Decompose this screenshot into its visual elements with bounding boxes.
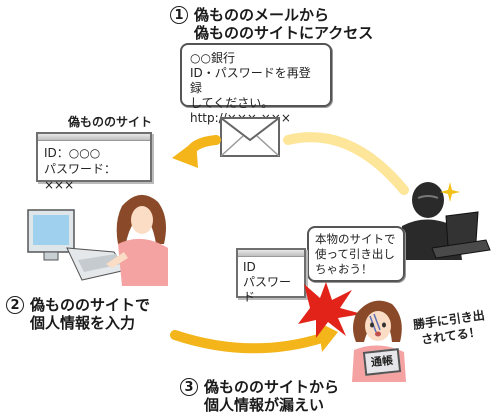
- stolen-window-titlebar: [238, 250, 304, 257]
- step1-title-line2: 偽もののサイトにアクセス: [194, 24, 374, 42]
- step1-number: 1: [170, 6, 188, 24]
- computer-icon: [27, 209, 127, 281]
- stolen-id-field: ID: [243, 260, 256, 274]
- fake-site-window: ID：○○○ パスワード：×××: [36, 132, 152, 192]
- step3-title-line1: 偽もののサイトから: [204, 378, 340, 396]
- criminal-at-laptop: [400, 182, 491, 260]
- criminal-line1: 本物のサイトで: [315, 232, 396, 246]
- envelope-icon: [220, 117, 280, 157]
- email-line3: してください。: [190, 96, 274, 110]
- step2-number: 2: [6, 296, 24, 314]
- email-line2: ID・パスワードを再登録: [190, 66, 311, 95]
- stolen-credentials-window: ID パスワード: [236, 248, 306, 304]
- stolen-password-field: パスワード: [243, 275, 292, 304]
- fake-site-id-field: ID：○○○: [44, 146, 101, 160]
- step3-title: 3 偽もののサイトから 個人情報が漏えい: [180, 378, 339, 414]
- step1-title-line1: 偽もののメールから: [194, 6, 330, 24]
- criminal-line3: ちゃおう！: [315, 262, 373, 276]
- arrow-to-leak: [170, 330, 327, 354]
- step3-title-line2: 個人情報が漏えい: [204, 396, 325, 414]
- passbook-label: 通帳: [370, 353, 394, 370]
- step2-title-line2: 個人情報を入力: [30, 314, 136, 332]
- alert-burst-icon: [298, 282, 362, 338]
- fake-site-label: 偽もののサイト: [68, 115, 153, 129]
- arrow-to-envelope: [283, 132, 409, 195]
- victim-at-computer: [27, 194, 168, 286]
- fake-site-titlebar: [38, 134, 150, 141]
- step1-title: 1 偽もののメールから 偽もののサイトにアクセス: [170, 6, 373, 42]
- email-line1: ○○銀行: [190, 51, 235, 65]
- sparkle-icon: [440, 182, 460, 202]
- step2-title: 2 偽もののサイトで 個人情報を入力: [6, 296, 150, 332]
- laptop-icon: [431, 211, 491, 259]
- step3-number: 3: [180, 378, 198, 396]
- criminal-speech-bubble: 本物のサイトで 使って引き出し ちゃおう！: [307, 226, 405, 282]
- victim-person-at-desk: [106, 194, 168, 286]
- step2-title-line1: 偽もののサイトで: [30, 296, 151, 314]
- passbook-icon: 通帳: [362, 348, 402, 376]
- criminal-line2: 使って引き出し: [315, 247, 395, 261]
- fake-site-password-field: パスワード：×××: [44, 162, 117, 192]
